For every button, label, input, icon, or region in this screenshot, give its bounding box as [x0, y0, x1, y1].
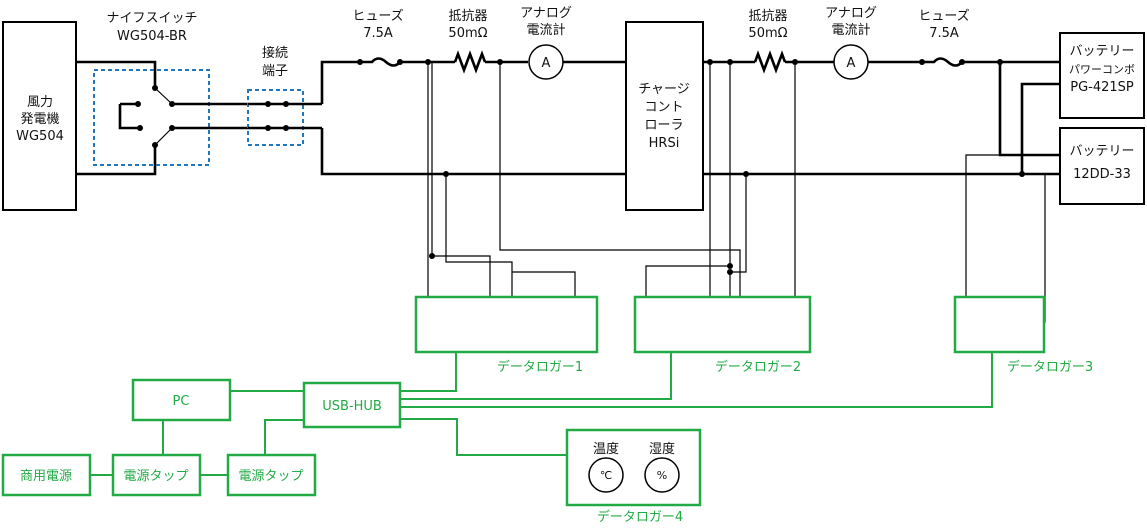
data-logger-1-label: データロガー1 [497, 359, 583, 375]
resistor-left-symbol [453, 50, 487, 74]
ammeter-left-title-1: アナログ [520, 6, 572, 21]
temperature-sensor [588, 457, 624, 493]
data-logger-3 [953, 295, 1046, 354]
usb-hub-label: USB-HUB [322, 399, 382, 414]
resistor-right-symbol [753, 50, 787, 74]
knife-switch-model: WG504-BR [117, 29, 187, 44]
data-logger-3-label: データロガー3 [1007, 359, 1093, 375]
resistor-right-value: 50mΩ [748, 26, 787, 41]
ammeter-right-symbol: A [847, 56, 856, 71]
charge-controller-label-1: チャージ [638, 82, 690, 97]
knife-switch-title: ナイフスイッチ [106, 11, 197, 26]
battery2-title: バッテリー [1069, 144, 1134, 159]
fuse-left-rating: 7.5A [363, 26, 393, 41]
terminal-label-1: 接続 [262, 45, 288, 61]
power-tap-1-label: 電源タップ [123, 469, 188, 484]
charge-controller-label-3: ローラ [644, 118, 683, 133]
humidity-sensor [644, 457, 680, 493]
resistor-left-value: 50mΩ [448, 26, 487, 41]
pc [131, 378, 232, 422]
humid-sensor-unit: % [657, 469, 667, 482]
power-tap-2-label: 電源タップ [238, 469, 303, 484]
knife-switch [93, 69, 210, 166]
power-tap-2 [226, 453, 317, 497]
wind-generator-label-2: 発電機 [20, 112, 59, 127]
data-logger-2-label: データロガー2 [715, 359, 801, 375]
data-logger-1 [414, 295, 599, 354]
resistor-left-title: 抵抗器 [448, 9, 487, 24]
ammeter-left-symbol: A [542, 56, 551, 71]
fuse-right-rating: 7.5A [929, 26, 959, 41]
gen-bottom-wire [76, 145, 157, 176]
data-logger-4-label: データロガー4 [597, 509, 683, 525]
wind-generator-box [2, 21, 77, 211]
humid-sensor-label: 湿度 [649, 441, 675, 457]
battery1-box [1059, 32, 1145, 119]
charge-controller-label-2: コント [644, 100, 683, 115]
charge-controller-box [625, 21, 704, 211]
fuse-right-symbol [922, 57, 1060, 67]
ammeter-left-title-2: 電流計 [526, 22, 565, 38]
battery2-model: 12DD-33 [1073, 167, 1131, 182]
power-tap-1 [111, 453, 202, 497]
temp-sensor-label: 温度 [593, 441, 619, 457]
data-logger-4 [565, 428, 702, 507]
battery1-sub: パワーコンボ [1069, 63, 1135, 76]
terminal-label-2: 端子 [262, 64, 288, 79]
connection-terminal [247, 89, 322, 146]
knife-switch-link [118, 104, 140, 130]
usb-hub [302, 381, 402, 429]
resistor-right-title: 抵抗器 [748, 9, 787, 24]
battery2-box [1059, 127, 1145, 205]
fuse-right-title: ヒューズ [918, 8, 969, 24]
ammeter-right-title-2: 電流計 [831, 22, 870, 38]
temp-sensor-unit: ℃ [600, 469, 612, 482]
fuse-left-title: ヒューズ [352, 8, 403, 24]
pc-label: PC [173, 394, 190, 409]
ammeter-right-title-1: アナログ [825, 6, 877, 21]
data-logger-2 [633, 295, 812, 354]
battery1-title: バッテリー [1069, 44, 1134, 59]
charge-controller-label-4: HRSi [649, 136, 680, 151]
gen-top-wire [76, 60, 157, 88]
knife-switch-blade-top [154, 87, 173, 105]
wind-generator-label-3: WG504 [16, 129, 64, 144]
fuse-left-symbol [360, 57, 455, 67]
knife-switch-enclosure [93, 69, 210, 166]
mains-power-label: 商用電源 [20, 469, 72, 484]
battery1-model: PG-421SP [1070, 80, 1134, 95]
knife-switch-blade-bottom [154, 127, 173, 146]
wind-generator-label-1: 風力 [27, 95, 53, 110]
terminal-enclosure [247, 89, 304, 146]
